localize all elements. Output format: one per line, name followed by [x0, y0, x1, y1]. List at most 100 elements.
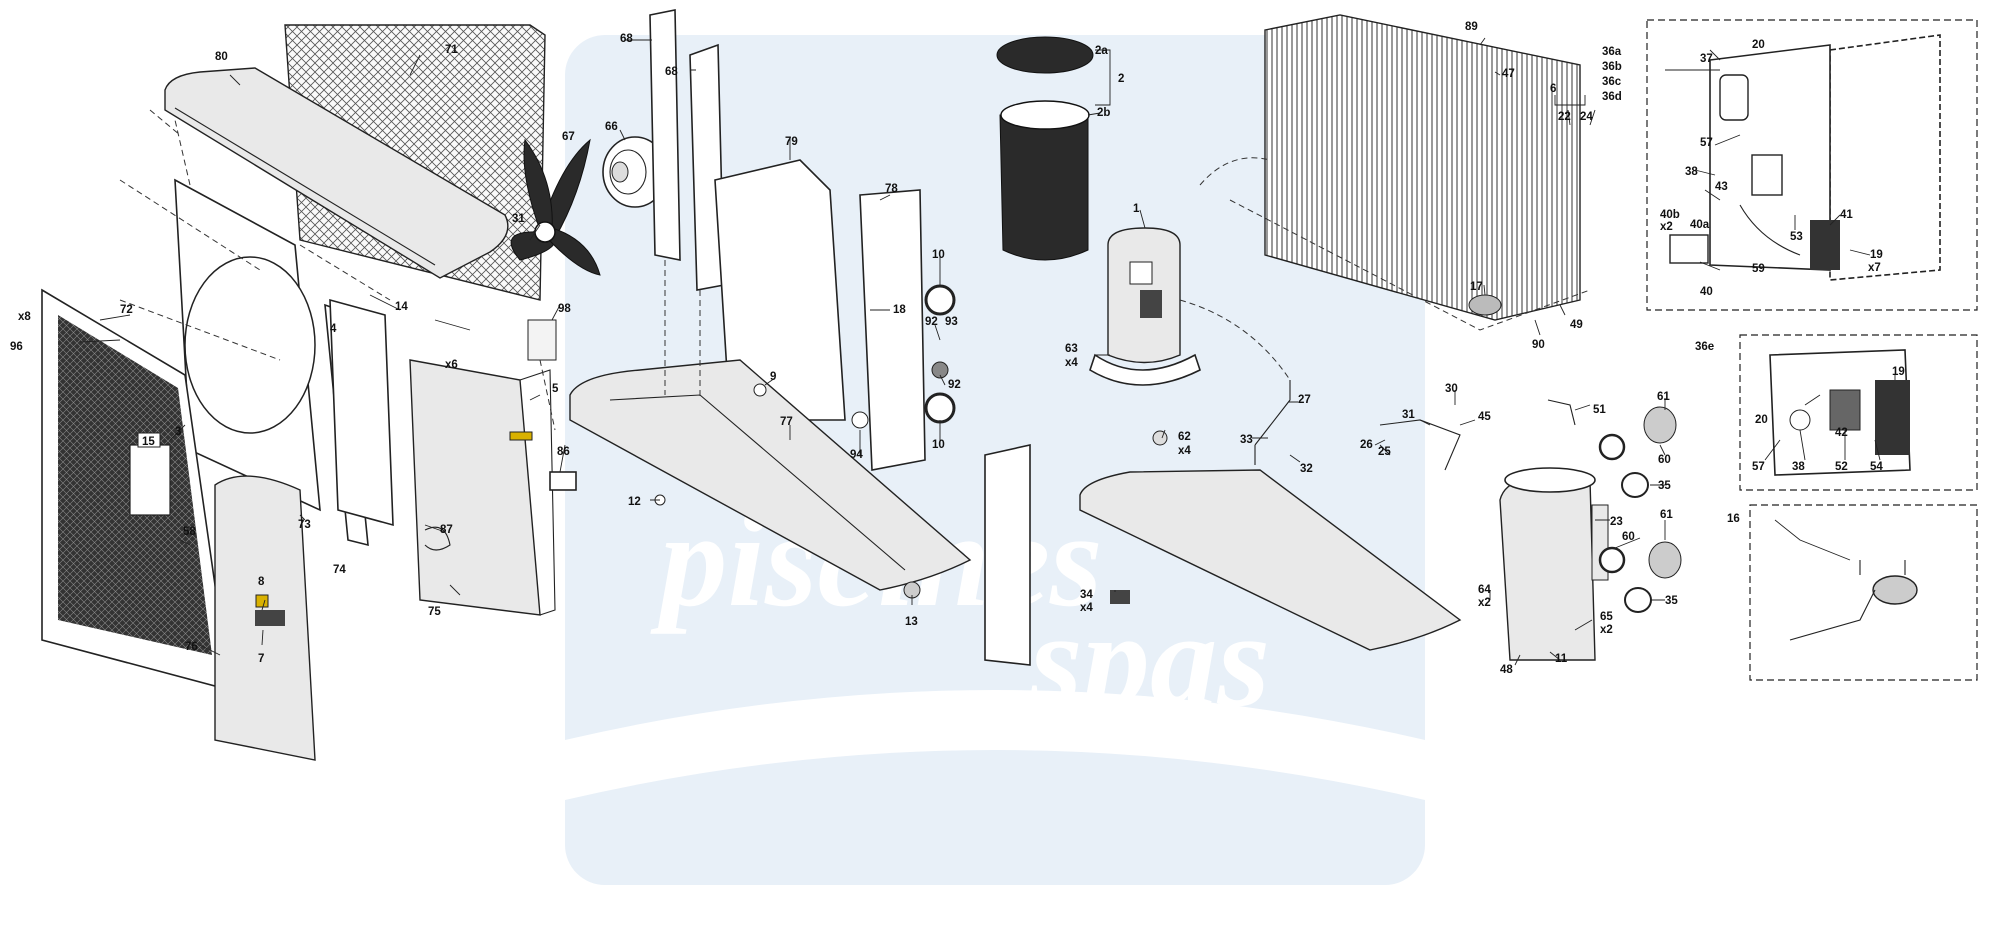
jacket-lid	[996, 36, 1094, 74]
label-2: 2	[1118, 73, 1124, 85]
label-94: 94	[850, 449, 863, 461]
label-93: 93	[945, 316, 958, 328]
label-90: 90	[1532, 339, 1545, 351]
label-13: 13	[905, 616, 918, 628]
label-42: 42	[1835, 427, 1848, 439]
electrical-boxes	[1646, 19, 1978, 681]
nut-35-top	[1621, 472, 1649, 498]
insulation-jacket	[999, 114, 1089, 261]
label-36b: 36b	[1602, 61, 1622, 73]
label-78: 78	[885, 183, 898, 195]
label-6: 6	[1550, 83, 1556, 95]
label-67: 67	[562, 131, 575, 143]
label-20-b: 20	[1755, 414, 1768, 426]
label-92-bottom: 92	[948, 379, 961, 391]
label-x4-b: x4	[1178, 445, 1191, 457]
label-43: 43	[1715, 181, 1728, 193]
label-48: 48	[1500, 664, 1513, 676]
exchanger-group	[1199, 14, 1682, 661]
union-61-bottom	[1648, 541, 1682, 579]
label-25: 25	[1378, 446, 1391, 458]
label-72: 72	[120, 304, 133, 316]
upright-left	[649, 9, 681, 261]
label-14: 14	[395, 301, 408, 313]
label-36d: 36d	[1602, 91, 1622, 103]
rubber-foot	[1152, 430, 1168, 446]
label-34: 34	[1080, 589, 1093, 601]
label-57-b: 57	[1752, 461, 1765, 473]
label-92-top: 92	[925, 316, 938, 328]
label-96: 96	[10, 341, 23, 353]
label-26: 26	[1360, 439, 1373, 451]
compressor-group	[984, 36, 1462, 666]
gasket-10-bottom	[924, 392, 956, 424]
label-2a: 2a	[1095, 45, 1108, 57]
chassis-group	[569, 9, 972, 599]
casing-group	[41, 24, 668, 761]
label-x2-c: x2	[1660, 221, 1673, 233]
label-63: 63	[1065, 343, 1078, 355]
label-3: 3	[175, 426, 181, 438]
union-61-top	[1643, 406, 1677, 444]
label-33: 33	[1240, 434, 1253, 446]
label-x4-a: x4	[1065, 357, 1078, 369]
control-box-shell	[1829, 34, 1941, 281]
top-cover	[164, 67, 509, 279]
flow-switch	[1547, 399, 1576, 426]
label-65: 65	[1600, 611, 1613, 623]
label-23: 23	[1610, 516, 1623, 528]
label-15: 15	[142, 436, 155, 448]
label-40a: 40a	[1690, 219, 1710, 231]
label-32: 32	[1300, 463, 1313, 475]
cable-clip	[424, 526, 451, 551]
label-68-right: 68	[665, 66, 678, 78]
label-19-b: 19	[1892, 366, 1905, 378]
label-60-bottom: 60	[1622, 531, 1635, 543]
label-2b: 2b	[1097, 107, 1110, 119]
label-8: 8	[258, 576, 265, 588]
label-10-top: 10	[932, 249, 945, 261]
capacitor-37	[1719, 74, 1749, 121]
label-77: 77	[780, 416, 793, 428]
suction-pipe	[1254, 380, 1291, 465]
rear-inner-panel	[329, 298, 394, 527]
label-76: 76	[185, 641, 198, 653]
label-12: 12	[628, 496, 641, 508]
label-5: 5	[552, 383, 559, 395]
badge-15	[137, 432, 161, 448]
brand-label	[509, 431, 533, 441]
label-73: 73	[298, 519, 311, 531]
fan-motor	[602, 136, 668, 208]
label-x6: x6	[445, 359, 458, 371]
label-71: 71	[445, 44, 458, 56]
label-66: 66	[605, 121, 618, 133]
contactor-43	[1751, 154, 1783, 196]
label-62: 62	[1178, 431, 1191, 443]
label-59: 59	[1752, 263, 1765, 275]
warning-sticker	[255, 594, 269, 608]
label-plate	[129, 444, 171, 516]
wire-59	[1739, 204, 1801, 256]
base-tray	[569, 359, 972, 591]
display-40	[1669, 234, 1709, 264]
grommet-9	[753, 383, 767, 397]
label-30: 30	[1445, 383, 1458, 395]
label-x2-b: x2	[1600, 624, 1613, 636]
label-x4-c: x4	[1080, 602, 1093, 614]
label-20-a: 20	[1752, 39, 1765, 51]
compressor-base	[1079, 469, 1462, 651]
sensor-cable	[1379, 419, 1461, 471]
label-36a: 36a	[1602, 46, 1622, 58]
label-38-a: 38	[1685, 166, 1698, 178]
label-x2-a: x2	[1478, 597, 1491, 609]
compressor	[1089, 227, 1201, 386]
label-24: 24	[1580, 111, 1593, 123]
label-9: 9	[770, 371, 776, 383]
label-58: 58	[183, 526, 196, 538]
label-1: 1	[1133, 203, 1140, 215]
label-35-top: 35	[1658, 480, 1671, 492]
label-10-bottom: 10	[932, 439, 945, 451]
label-45: 45	[1478, 411, 1491, 423]
label-87: 87	[440, 524, 453, 536]
